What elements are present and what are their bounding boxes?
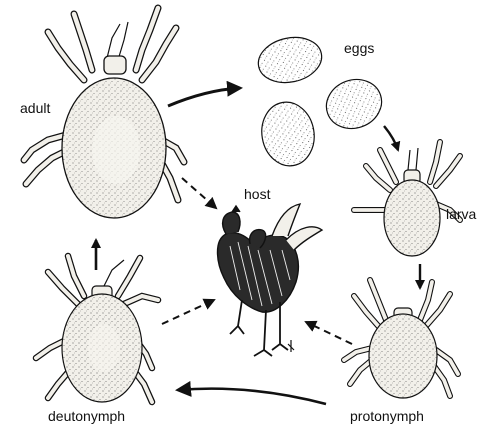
deutonymph-mite — [36, 256, 158, 402]
egg — [257, 98, 319, 170]
egg — [319, 72, 388, 136]
arrow-protonymph-to-deutonymph — [178, 389, 326, 404]
label-host: host — [244, 186, 270, 202]
arrow-deutonymph-to-host — [162, 300, 214, 324]
arrow-eggs-to-larva — [384, 126, 398, 150]
label-larva: larva — [446, 206, 476, 222]
egg — [254, 32, 326, 88]
label-eggs: eggs — [344, 40, 374, 56]
protonymph-mite — [344, 280, 458, 398]
host-chickens — [218, 204, 323, 356]
arrow-adult-to-host — [182, 178, 216, 208]
label-deutonymph: deutonymph — [48, 408, 125, 424]
label-adult: adult — [20, 100, 50, 116]
label-protonymph: protonymph — [350, 408, 424, 424]
arrow-protonymph-to-host — [306, 322, 352, 344]
larva-mite — [354, 142, 460, 256]
arrow-adult-to-eggs — [168, 88, 240, 106]
